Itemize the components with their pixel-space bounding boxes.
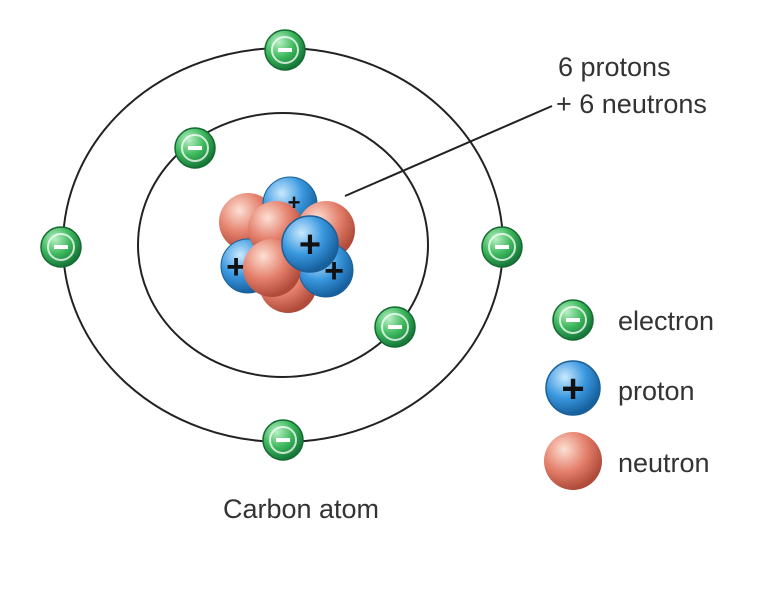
nucleus: + + + + [219, 176, 355, 313]
inner-orbit [137, 112, 429, 378]
electron-particle [264, 29, 306, 71]
annotation-neutrons: + 6 neutrons [556, 89, 707, 119]
legend-proton-icon: + [545, 360, 601, 416]
legend: electron + proton neutron [544, 299, 714, 490]
legend-neutron-icon [544, 432, 602, 490]
legend-electron-icon [552, 299, 594, 341]
electron-particle [40, 226, 82, 268]
legend-electron-label: electron [618, 306, 714, 336]
annotation-leader-line [344, 105, 553, 197]
diagram-caption: Carbon atom [223, 494, 379, 524]
electron-particle [174, 127, 216, 169]
legend-proton-label: proton [618, 376, 695, 406]
electron-particle [481, 226, 523, 268]
electron-particle [374, 306, 416, 348]
electron-particle [262, 419, 304, 461]
proton-sign: + [299, 224, 321, 266]
svg-text:+: + [561, 367, 584, 411]
annotation-protons: 6 protons [558, 52, 671, 82]
proton-sign: + [288, 190, 301, 215]
proton-sign: + [226, 248, 246, 286]
proton-particle [281, 215, 339, 273]
legend-neutron-label: neutron [618, 448, 710, 478]
